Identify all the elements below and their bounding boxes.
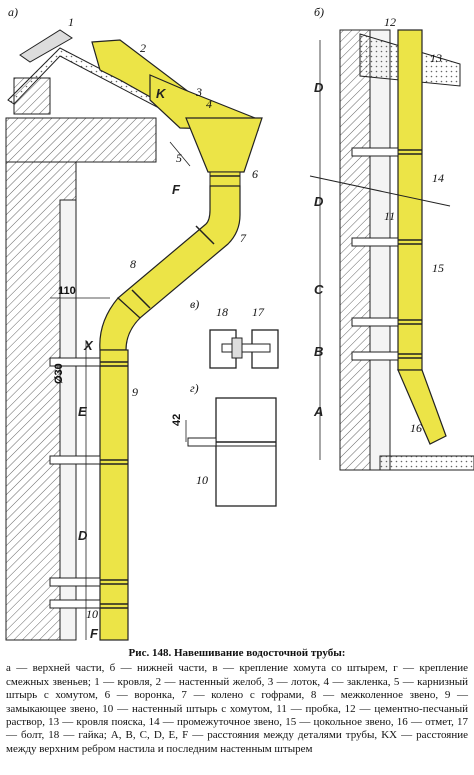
dim-5-line: [169, 141, 191, 167]
part-2: 2: [140, 41, 146, 55]
funnel-neck: [209, 171, 241, 187]
part-9: 9: [132, 385, 138, 399]
marker-C: C: [314, 282, 324, 297]
marker-D-a: D: [78, 528, 88, 543]
marker-D-b1: D: [314, 80, 324, 95]
marker-X: X: [83, 338, 94, 353]
marker-F-top: F: [172, 182, 181, 197]
part-16: 16: [410, 421, 422, 435]
marker-B: B: [314, 344, 323, 359]
wall-a-face: [59, 199, 77, 641]
part-13: 13: [430, 51, 442, 65]
part-17: 17: [252, 305, 265, 319]
part-14: 14: [432, 171, 444, 185]
cornice: [5, 117, 157, 163]
pins-b: [351, 147, 399, 361]
part-10-a: 10: [86, 607, 98, 621]
caption-title: Рис. 148. Навешивание водосточной трубы:: [128, 647, 346, 659]
ground: [379, 455, 474, 471]
caption: Рис. 148. Навешивание водосточной трубы:…: [6, 647, 468, 756]
roof-edge: [19, 29, 73, 63]
outlet: [397, 369, 447, 445]
bolt: [221, 343, 271, 353]
marker-K: K: [156, 86, 167, 101]
part-6: 6: [252, 167, 258, 181]
part-12: 12: [384, 15, 396, 29]
pipe-collars: [100, 175, 240, 609]
panel-a: а) 1 2 3 4 5 6 7 8 9 10 K F X E D F 110 …: [5, 5, 263, 641]
panel-label-b: б): [314, 5, 324, 19]
part-3: 3: [195, 85, 202, 99]
funnel: [185, 117, 263, 173]
part-10-g: 10: [196, 473, 208, 487]
part-8: 8: [130, 257, 136, 271]
part-15: 15: [432, 261, 444, 275]
part-11: 11: [384, 209, 395, 223]
wall-pins: [49, 357, 101, 609]
wall-b-face: [369, 29, 391, 471]
joint-pipe: [215, 397, 277, 507]
part-5: 5: [176, 151, 182, 165]
panel-label-v: в): [190, 297, 199, 311]
nut: [231, 337, 243, 359]
dim-110: 110: [58, 285, 76, 297]
marker-F-bottom: F: [90, 626, 99, 641]
downpipe-b: [397, 29, 423, 371]
dim-42: 42: [171, 414, 183, 426]
part-18: 18: [216, 305, 228, 319]
joint-pin: [187, 437, 217, 447]
marker-E-a: E: [78, 404, 87, 419]
panel-g: г) 42 10: [171, 381, 277, 507]
cornice-block: [13, 77, 51, 115]
marker-A: A: [313, 404, 323, 419]
panel-label-a: а): [8, 5, 18, 19]
slope-line: [309, 175, 451, 207]
panel-label-g: г): [190, 381, 199, 395]
panel-b: б) 12 13 14 11 15 16 D D C: [309, 5, 474, 471]
elbow-upper: [117, 185, 241, 319]
part-4: 4: [206, 97, 212, 111]
pipe-b-collars: [398, 149, 422, 359]
caption-text: а — верхней части, б — нижней части, в —…: [6, 662, 468, 755]
panel-v: в) 18 17: [190, 297, 279, 369]
downpipe-a: [99, 349, 129, 641]
dim-phi30: Ø30: [53, 363, 65, 384]
marker-D-b2: D: [314, 194, 324, 209]
drawing: а) 1 2 3 4 5 6 7 8 9 10 K F X E D F 110 …: [5, 5, 474, 641]
part-7: 7: [240, 231, 247, 245]
part-1: 1: [68, 15, 74, 29]
